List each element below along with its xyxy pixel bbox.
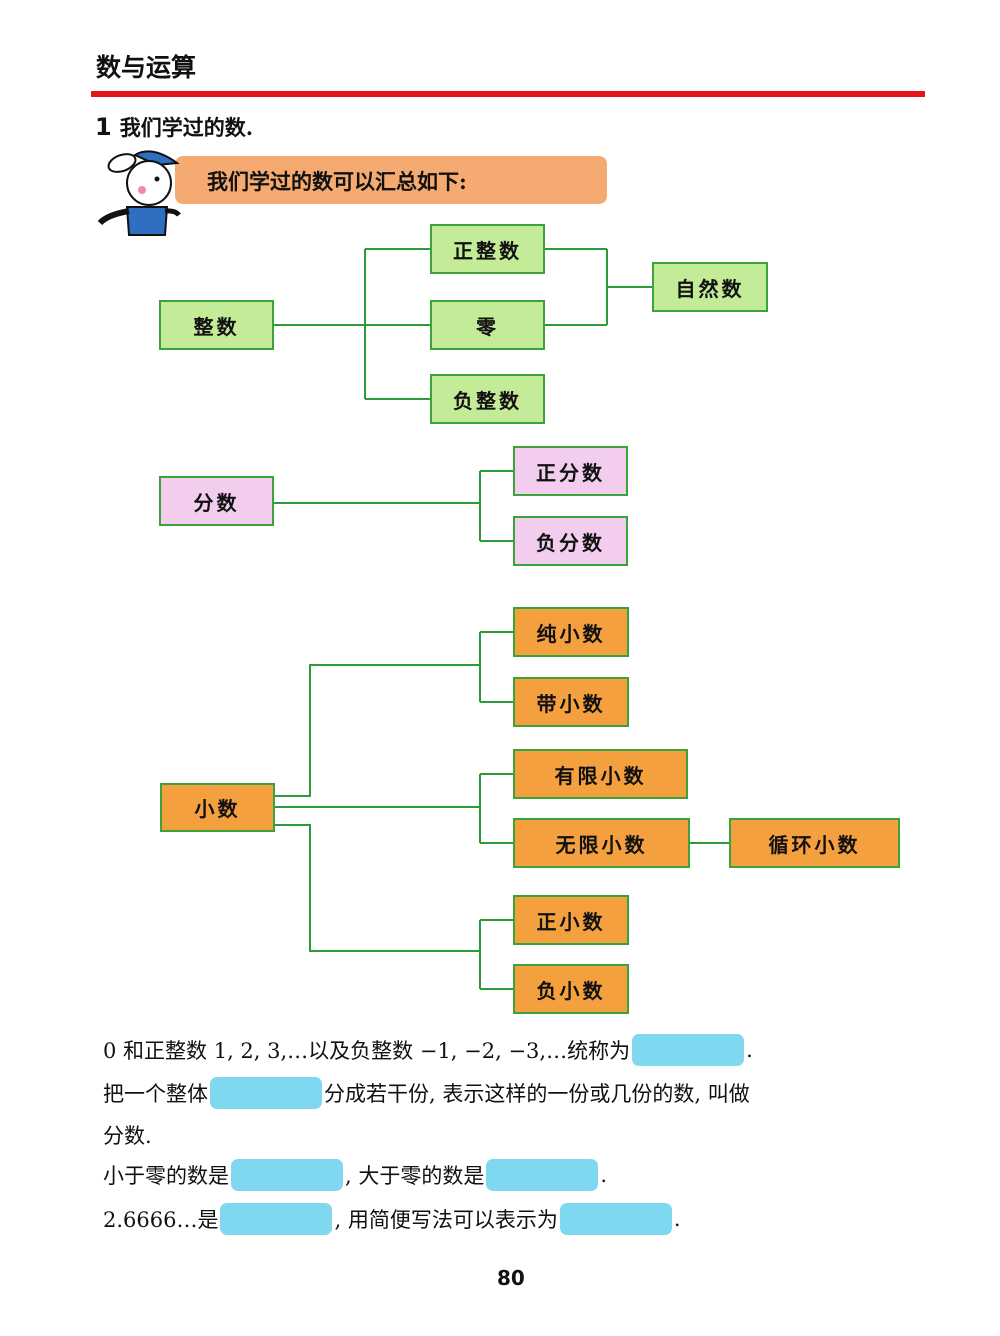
exercise-text: . bbox=[746, 1038, 753, 1062]
box-infinite-decimal: 无限小数 bbox=[513, 818, 690, 868]
box-negative-integer: 负整数 bbox=[430, 374, 545, 424]
red-divider bbox=[91, 91, 925, 97]
box-pure-decimal: 纯小数 bbox=[513, 607, 629, 657]
box-natural-number: 自然数 bbox=[652, 262, 768, 312]
rabbit-mascot-icon bbox=[97, 150, 181, 236]
box-positive-decimal: 正小数 bbox=[513, 895, 629, 945]
question-text: 我们学过的数. bbox=[119, 115, 254, 140]
exercise-text: 分成若干份, 表示这样的一份或几份的数, 叫做 bbox=[324, 1082, 750, 1106]
answer-blank[interactable] bbox=[210, 1077, 322, 1109]
exercise-text: 2.6666…是 bbox=[103, 1208, 219, 1232]
exercise-line-3: 分数. bbox=[103, 1120, 152, 1150]
box-decimal: 小数 bbox=[160, 783, 275, 832]
exercise-text: 0 和正整数 1, 2, 3,…以及负整数 −1, −2, −3,…统称为 bbox=[103, 1039, 631, 1063]
box-positive-fraction: 正分数 bbox=[513, 446, 628, 496]
answer-blank[interactable] bbox=[632, 1034, 745, 1066]
box-mixed-decimal: 带小数 bbox=[513, 677, 629, 727]
answer-blank[interactable] bbox=[220, 1203, 333, 1235]
exercise-text: 分数. bbox=[103, 1124, 152, 1148]
exercise-text: , 用简便写法可以表示为 bbox=[334, 1208, 558, 1232]
box-positive-integer: 正整数 bbox=[430, 224, 545, 274]
exercise-text: , 大于零的数是 bbox=[345, 1164, 485, 1188]
box-fraction: 分数 bbox=[159, 476, 274, 526]
answer-blank[interactable] bbox=[559, 1203, 672, 1235]
answer-blank[interactable] bbox=[486, 1159, 599, 1191]
section-title: 数与运算 bbox=[96, 53, 197, 82]
box-finite-decimal: 有限小数 bbox=[513, 749, 688, 799]
question-heading: 1 我们学过的数. bbox=[95, 112, 253, 142]
exercise-text: 小于零的数是 bbox=[103, 1164, 229, 1188]
summary-banner: 我们学过的数可以汇总如下: bbox=[175, 156, 607, 204]
exercise-line-4: 小于零的数是 , 大于零的数是 . bbox=[103, 1159, 607, 1191]
exercise-text: . bbox=[673, 1207, 681, 1231]
exercise-text: . bbox=[600, 1163, 608, 1187]
exercise-text: 把一个整体 bbox=[103, 1082, 208, 1106]
banner-text: 我们学过的数可以汇总如下: bbox=[207, 169, 467, 194]
box-repeating-decimal: 循环小数 bbox=[729, 818, 900, 868]
exercise-line-2: 把一个整体 分成若干份, 表示这样的一份或几份的数, 叫做 bbox=[103, 1077, 750, 1109]
box-negative-fraction: 负分数 bbox=[513, 516, 628, 566]
exercise-line-1: 0 和正整数 1, 2, 3,…以及负整数 −1, −2, −3,…统称为 . bbox=[103, 1034, 753, 1066]
box-zero: 零 bbox=[430, 300, 545, 350]
exercise-line-5: 2.6666…是 , 用简便写法可以表示为 . bbox=[103, 1203, 681, 1235]
question-number: 1 bbox=[95, 113, 112, 141]
answer-blank[interactable] bbox=[231, 1159, 343, 1191]
page-number: 80 bbox=[497, 1266, 525, 1290]
box-negative-decimal: 负小数 bbox=[513, 964, 629, 1014]
box-integer: 整数 bbox=[159, 300, 274, 350]
